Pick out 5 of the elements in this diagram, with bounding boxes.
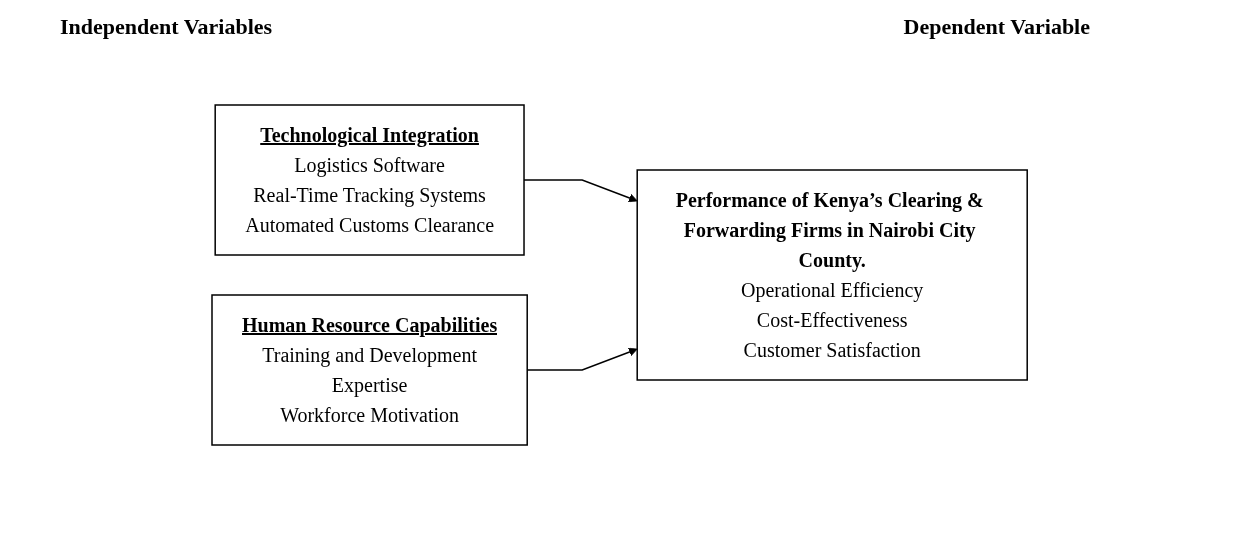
- node-box: Technological Integration Logistics Software Real-Time Tracking Systems Automated Customs Clearance: [214, 104, 526, 256]
- node-box: Human Resource Capabilities Training and Development Expertise Workforce Motivation: [211, 294, 529, 446]
- column-heading: Dependent Variable: [903, 14, 1090, 40]
- column-heading: Independent Variables: [60, 14, 273, 40]
- node-box: Performance of Kenya’s Clearing & Forwarding Firms in Nairobi City County. Operational Efficiency Cost-Effectiveness Customer Satisfaction: [636, 169, 1029, 381]
